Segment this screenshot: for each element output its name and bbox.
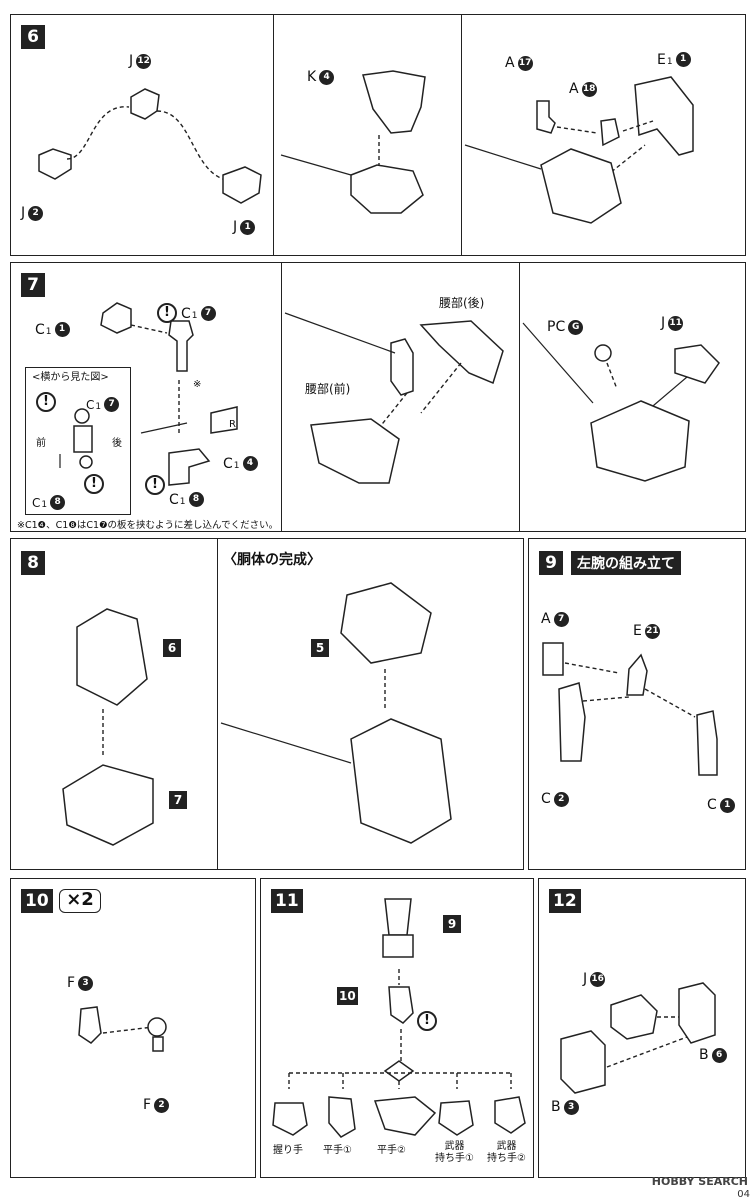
divider xyxy=(217,539,218,869)
step-number: 10 xyxy=(21,889,53,913)
warning-icon: ! xyxy=(157,303,177,323)
step-number: 9 xyxy=(539,551,563,575)
hand-label-weapon-1: 武器 持ち手① xyxy=(435,1141,474,1164)
section-title: 左腕の組み立て xyxy=(571,551,681,575)
hand-label-open-2: 平手② xyxy=(377,1145,406,1156)
label-waist-back: 腰部(後) xyxy=(439,296,485,310)
divider xyxy=(273,15,274,255)
divider xyxy=(519,263,520,531)
warning-icon: ! xyxy=(417,1011,437,1031)
times-badge: ×2 xyxy=(59,889,101,913)
step-11-art xyxy=(272,898,526,1138)
step-number: 8 xyxy=(21,551,45,575)
ref-step-7: 7 xyxy=(169,791,187,809)
step-7-art xyxy=(100,302,720,486)
hand-label-fist: 握り手 xyxy=(273,1145,303,1156)
warning-icon: ! xyxy=(84,474,104,494)
back-label: 後 xyxy=(112,438,122,449)
step-8-panel: 8 〈胴体の完成〉 6 7 5 xyxy=(10,538,524,870)
label-waist-front: 腰部(前) xyxy=(305,382,351,396)
step-12-art xyxy=(560,982,716,1094)
inset-title: <横から見た図> xyxy=(32,372,109,383)
step-6-art xyxy=(38,70,694,224)
step-10-art xyxy=(78,1006,167,1052)
warning-icon: ! xyxy=(36,392,56,412)
step-number: 11 xyxy=(271,889,303,913)
assembly-note: ※C1❹、C1❽はC1❼の板を挟むように差し込んでください。 xyxy=(17,520,279,531)
ref-step-9: 9 xyxy=(443,915,461,933)
watermark-logo: HOBBY SEARCH xyxy=(651,1175,748,1188)
step-8-art xyxy=(62,582,452,846)
step-number: 12 xyxy=(549,889,581,913)
ref-step-6: 6 xyxy=(163,639,181,657)
section-title: 〈胴体の完成〉 xyxy=(223,552,321,568)
ref-step-10: 10 xyxy=(337,987,358,1005)
hand-label-open-1: 平手① xyxy=(323,1145,352,1156)
ref-step-5: 5 xyxy=(311,639,329,657)
page-number: 04 xyxy=(737,1189,750,1200)
step-11-panel: 11 9 10 ! 握り手 平手① 平手② 武器 持ち手① 武器 持ち手② xyxy=(260,878,534,1178)
step-number: 6 xyxy=(21,25,45,49)
step-9-art xyxy=(542,642,718,776)
divider xyxy=(281,263,282,531)
step-number: 7 xyxy=(21,273,45,297)
asterisk-mark: ※ xyxy=(193,379,202,390)
r-mark: R xyxy=(229,419,236,430)
front-label: 前 xyxy=(36,438,46,449)
divider xyxy=(461,15,462,255)
hand-label-weapon-2: 武器 持ち手② xyxy=(487,1141,526,1164)
warning-icon: ! xyxy=(145,475,165,495)
